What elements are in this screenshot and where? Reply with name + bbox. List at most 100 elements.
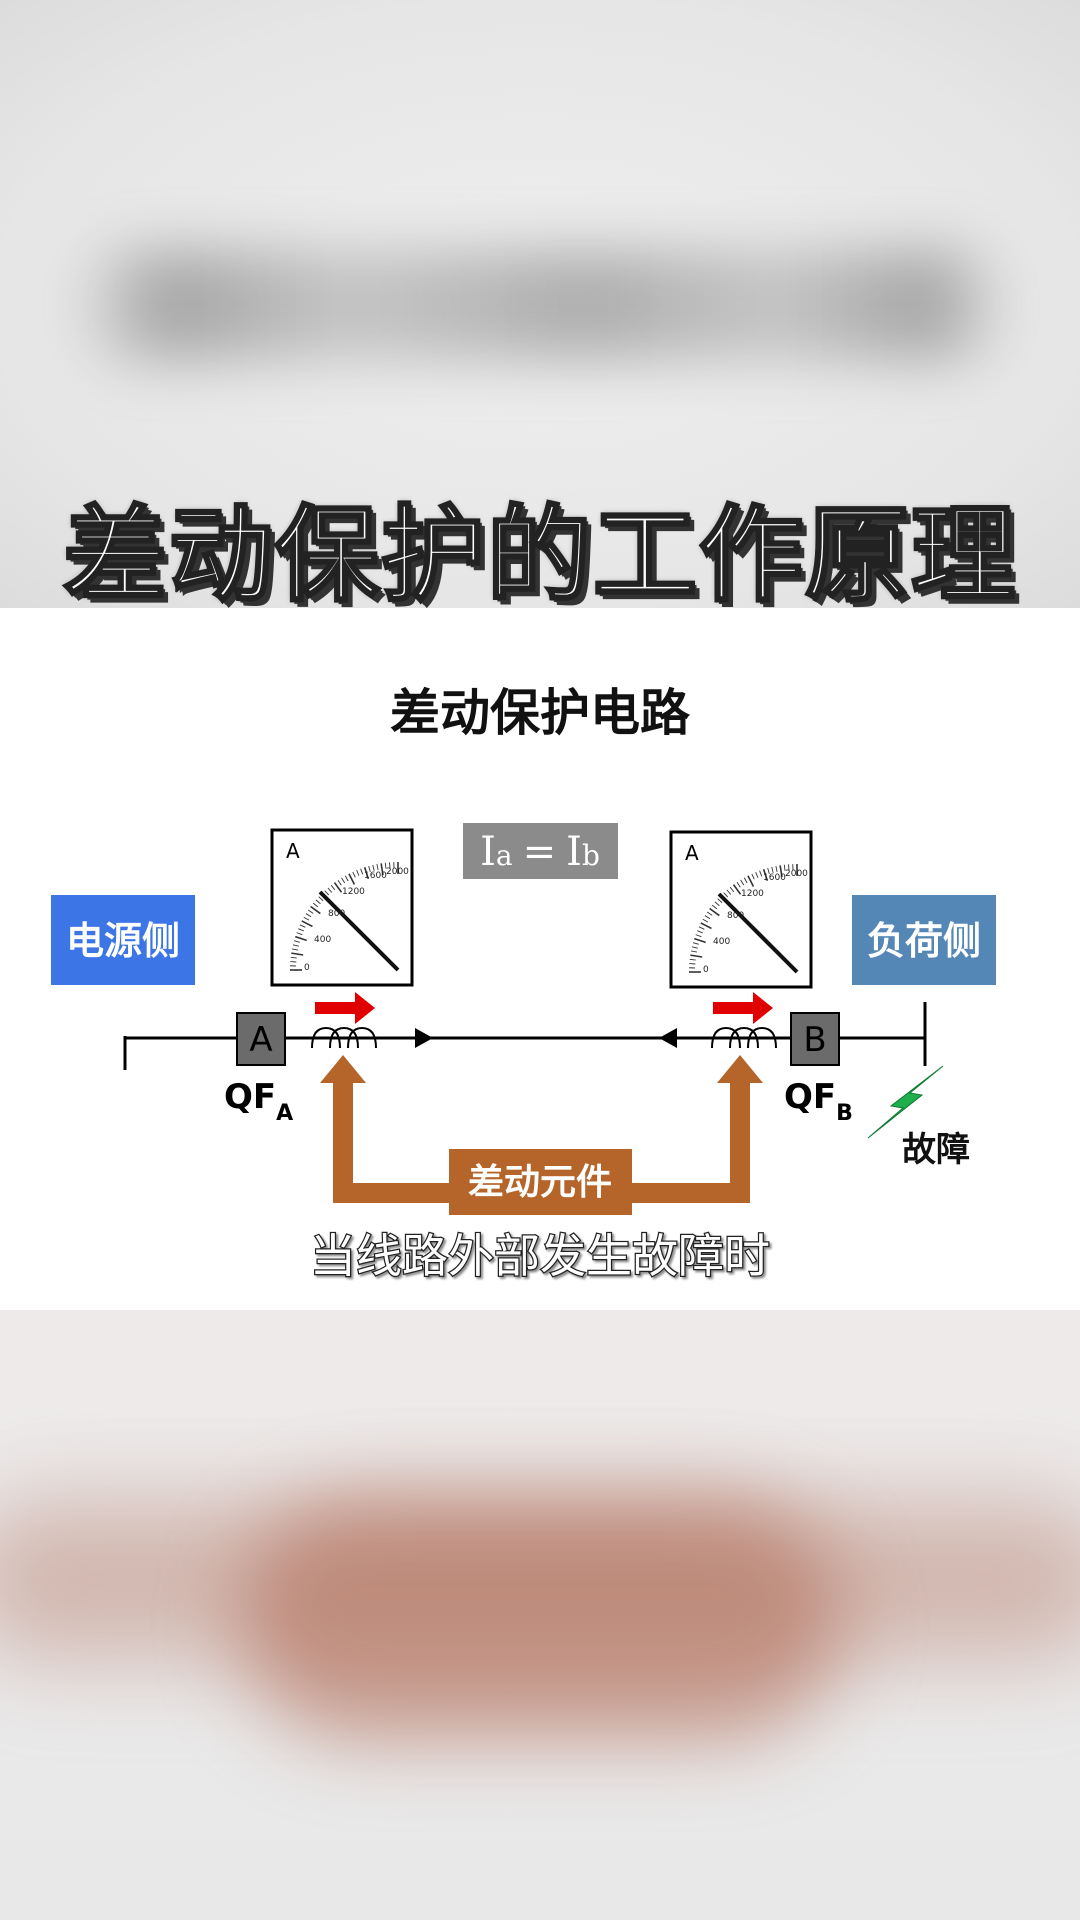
svg-text:400: 400 [314, 935, 331, 945]
meter-scale-tick [767, 867, 770, 874]
svg-text:2000: 2000 [386, 867, 409, 877]
ammeter-right-ticks: 0 400 800 1200 1600 2000 [703, 869, 808, 975]
meter-scale-tick [318, 896, 324, 902]
meter-scale-tick [307, 909, 314, 914]
svg-text:1200: 1200 [342, 887, 365, 897]
svg-text:400: 400 [713, 937, 730, 947]
video-title: 差动保护的工作原理 [61, 493, 1017, 618]
differential-protection-diagram: 差动保护电路 Ia=Ib 电源侧 负荷侧 A 0 400 [51, 684, 996, 1284]
top-blurred-background [0, 0, 1080, 608]
current-equation-box: Ia=Ib [463, 823, 618, 879]
blurred-highlight [240, 1500, 840, 1740]
meter-scale-tick [293, 940, 300, 943]
meter-scale-tick [327, 887, 333, 893]
meter-scale-tick [324, 890, 330, 896]
meter-scale-tick [751, 873, 755, 880]
ammeter-right-unit: A [685, 841, 699, 865]
ammeter-right: A 0 400 800 1200 1600 2000 [669, 830, 813, 989]
meter-scale-tick [315, 899, 321, 905]
breaker-b: B QFB [784, 1012, 853, 1126]
meter-scale-tick [729, 886, 735, 893]
breaker-b-letter: B [803, 1020, 826, 1060]
svg-text:1200: 1200 [741, 889, 764, 899]
meter-scale-tick [714, 901, 720, 907]
meter-scale-tick [337, 879, 342, 886]
meter-scale-tick [295, 935, 307, 942]
ammeter-left-unit: A [286, 839, 300, 863]
meter-scale-tick [762, 869, 769, 881]
ammeter-left: A 0 400 800 1200 1600 2000 [270, 828, 414, 987]
ammeter-right-needle [717, 892, 799, 974]
breaker-a-letter: A [249, 1020, 272, 1060]
svg-text:1600: 1600 [364, 871, 387, 881]
meter-scale-tick [697, 930, 703, 934]
meter-scale-tick [690, 950, 698, 953]
ammeter-left-ticks: 0 400 800 1200 1600 2000 [304, 867, 409, 973]
meter-scale-tick [360, 868, 364, 875]
current-transformer-left [311, 1026, 377, 1049]
meter-scale-tick [726, 889, 732, 895]
meter-scale-tick [380, 863, 384, 876]
bottom-blurred-background [0, 1310, 1080, 1920]
meter-scale-tick [694, 937, 706, 944]
svg-text:0: 0 [703, 965, 709, 975]
meter-scale-tick [296, 932, 303, 936]
meter-scale-tick [740, 879, 745, 886]
meter-scale-tick [691, 946, 698, 949]
meter-scale-tick [303, 916, 310, 921]
meter-scale-tick [363, 867, 370, 879]
ammeter-left-needle [318, 890, 400, 972]
current-transformer-right [711, 1026, 777, 1049]
meter-scale-tick [759, 870, 763, 877]
relay-box [449, 1149, 632, 1215]
relay-label: 差动元件 [468, 1162, 612, 1203]
meter-scale-tick [704, 915, 711, 920]
meter-scale-tick [755, 872, 759, 878]
meter-scale-tick [690, 954, 703, 958]
differential-circuit: 差动元件 [320, 1055, 763, 1215]
svg-text:2000: 2000 [785, 869, 808, 879]
meter-scale-tick [747, 875, 755, 887]
meter-scale-tick [717, 898, 723, 904]
meter-scale-tick [706, 911, 713, 916]
meter-scale-tick [301, 920, 313, 928]
fault-label: 故障 [902, 1130, 970, 1170]
meter-scale-tick [743, 877, 748, 884]
svg-text:0: 0 [304, 963, 310, 973]
diagram-heading: 差动保护电路 [390, 684, 691, 742]
meter-scale-tick [783, 864, 786, 871]
fault-lightning-icon [867, 1065, 944, 1139]
svg-text:800: 800 [328, 909, 345, 919]
meter-scale-tick [709, 907, 720, 917]
meter-scale-tick [305, 913, 312, 918]
breaker-a: A QFA [224, 1012, 293, 1126]
meter-scale-tick [692, 942, 699, 945]
meter-scale-tick [372, 864, 375, 871]
svg-text:1600: 1600 [763, 873, 786, 883]
meter-scale-tick [771, 866, 774, 873]
current-arrow-right [659, 1028, 677, 1048]
blurred-text-smudge [70, 250, 1010, 360]
meter-scale-tick [368, 865, 371, 872]
meter-scale-tick [292, 944, 299, 947]
meter-scale-tick [689, 958, 696, 961]
meter-scale-tick [702, 918, 709, 923]
meter-scale-tick [344, 875, 349, 882]
meter-scale-tick [384, 862, 387, 869]
meter-scale-tick [333, 882, 343, 893]
meter-scale-tick [299, 924, 306, 928]
meter-scale-tick [348, 873, 356, 885]
meter-scale-tick [291, 948, 299, 951]
red-arrow-left [315, 992, 375, 1024]
meter-scale-tick [775, 865, 778, 873]
meter-scale-tick [779, 865, 783, 878]
meter-scale-tick [290, 956, 297, 959]
meter-scale-tick [711, 904, 718, 910]
current-arrow-left [415, 1028, 433, 1048]
svg-text:电源侧: 电源侧 [66, 919, 180, 963]
meter-scale-tick [732, 884, 742, 895]
current-equation: Ia=Ib [480, 829, 600, 875]
meter-scale-tick [700, 922, 712, 930]
meter-scale-tick [310, 905, 321, 915]
meter-scale-tick [352, 871, 356, 878]
